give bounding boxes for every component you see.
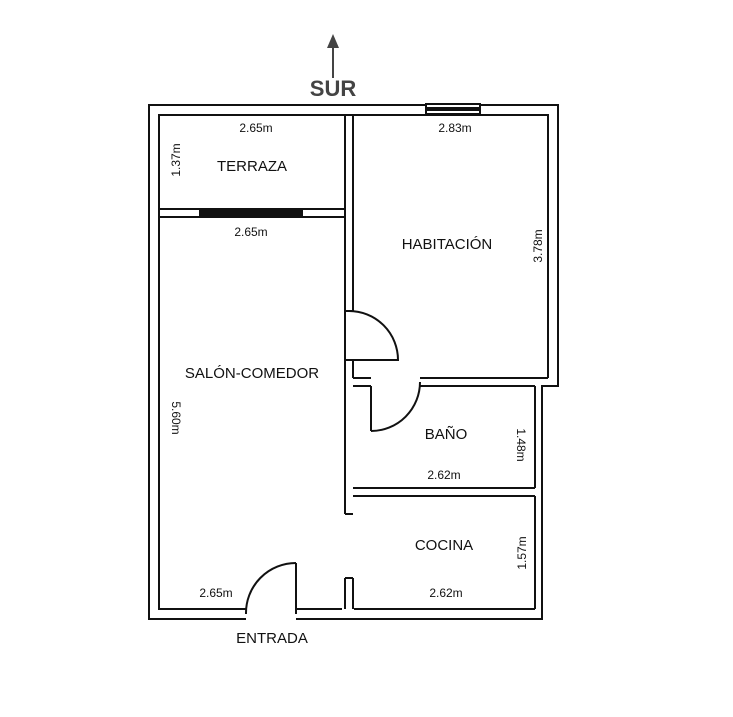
bath-kitchen-wall (353, 487, 535, 497)
bano-door[interactable] (370, 381, 421, 432)
entrance-door[interactable] (244, 562, 297, 615)
dim-cocina-width: 2.62m (429, 586, 462, 600)
orientation-label: SUR (310, 76, 357, 101)
dim-terraza-depth: 1.37m (169, 143, 183, 176)
dim-cocina-depth: 1.57m (515, 536, 529, 569)
dim-salon-width-top: 2.65m (234, 225, 267, 239)
room-label-habitacion: HABITACIÓN (402, 236, 493, 253)
arrow-up-icon (327, 34, 339, 78)
dim-habitacion-depth: 3.78m (531, 229, 545, 262)
room-label-bano: BAÑO (425, 426, 468, 443)
dim-bano-depth: 1.48m (514, 428, 528, 461)
bedroom-bath-wall (353, 377, 548, 488)
dim-terraza-width: 2.65m (239, 121, 272, 135)
entrance-label: ENTRADA (236, 630, 308, 647)
room-label-salon: SALÓN-COMEDOR (185, 365, 319, 382)
central-partition (344, 115, 354, 609)
dim-salon-depth: 5.60m (169, 401, 183, 434)
dim-salon-width-bottom: 2.65m (199, 586, 232, 600)
outer-walls (148, 104, 559, 620)
dim-bano-width: 2.62m (427, 468, 460, 482)
room-label-cocina: COCINA (415, 537, 473, 554)
room-label-terraza: TERRAZA (217, 158, 287, 175)
dim-habitacion-width: 2.83m (438, 121, 471, 135)
salon-habitacion-door[interactable] (344, 310, 400, 361)
terraza-window (199, 209, 303, 217)
